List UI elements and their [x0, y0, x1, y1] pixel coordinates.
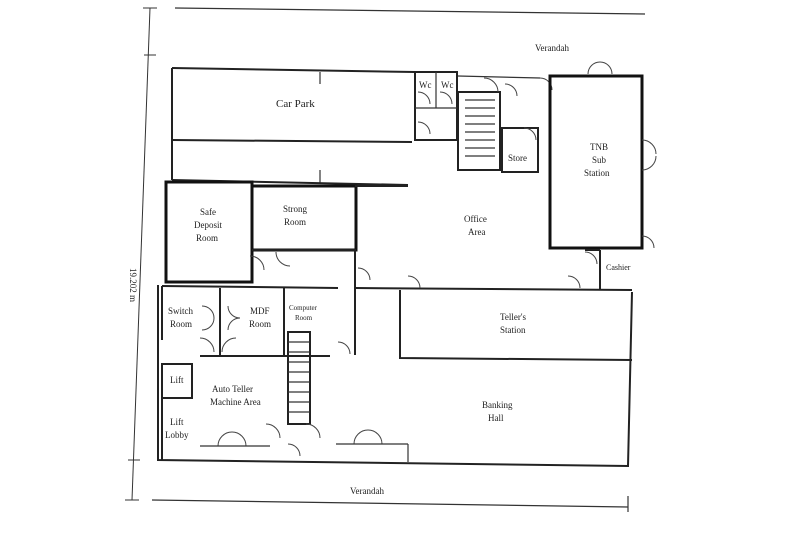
label-office-2: Area	[468, 227, 486, 237]
staircase-bottom	[265, 331, 321, 457]
label-tnb-2: Sub	[592, 155, 607, 165]
label-cashier: Cashier	[606, 263, 631, 272]
label-store: Store	[508, 153, 527, 163]
label-switch-1: Switch	[168, 306, 194, 316]
label-office-1: Office	[464, 214, 487, 224]
interior-walls	[252, 185, 633, 355]
label-ateller-2: Machine Area	[210, 397, 261, 407]
label-lift: Lift	[170, 375, 184, 385]
label-car-park: Car Park	[276, 98, 315, 110]
label-verandah-bottom: Verandah	[350, 486, 384, 496]
staircase-top	[457, 75, 553, 171]
label-mdf-2: Room	[249, 319, 271, 329]
label-verandah-top: Verandah	[535, 43, 569, 53]
service-rooms	[161, 285, 339, 357]
verandah-top-line	[174, 7, 646, 15]
dimension-line	[125, 7, 157, 501]
lift-area	[161, 363, 409, 462]
safe-deposit-room	[164, 180, 265, 284]
tellers-station	[399, 290, 633, 361]
label-tnb-3: Station	[584, 168, 610, 178]
label-lobby-2: Lobby	[165, 430, 189, 440]
verandah-bottom-line	[151, 499, 629, 508]
label-wc-1: Wc	[419, 80, 432, 90]
building-outline	[157, 67, 633, 468]
label-banking-1: Banking	[482, 400, 513, 410]
label-computer-1: Computer	[289, 304, 318, 312]
label-lobby-1: Lift	[170, 417, 184, 427]
label-tnb-1: TNB	[590, 142, 608, 152]
label-ateller-1: Auto Teller	[212, 384, 253, 394]
label-mdf-1: MDF	[250, 306, 270, 316]
label-teller-2: Station	[500, 325, 526, 335]
label-teller-1: Teller's	[500, 312, 526, 322]
store	[501, 127, 539, 173]
label-switch-2: Room	[170, 319, 192, 329]
label-safe-1: Safe	[200, 207, 216, 217]
label-computer-2: Room	[295, 314, 313, 322]
tnb-sub-station	[548, 61, 657, 250]
label-safe-3: Room	[196, 233, 218, 243]
label-strong-1: Strong	[283, 204, 308, 214]
label-strong-2: Room	[284, 217, 306, 227]
car-park	[171, 72, 409, 186]
label-banking-2: Hall	[488, 413, 504, 423]
label-safe-2: Deposit	[194, 220, 222, 230]
label-dimension: 19.202 m	[128, 268, 138, 302]
label-wc-2: Wc	[441, 80, 454, 90]
